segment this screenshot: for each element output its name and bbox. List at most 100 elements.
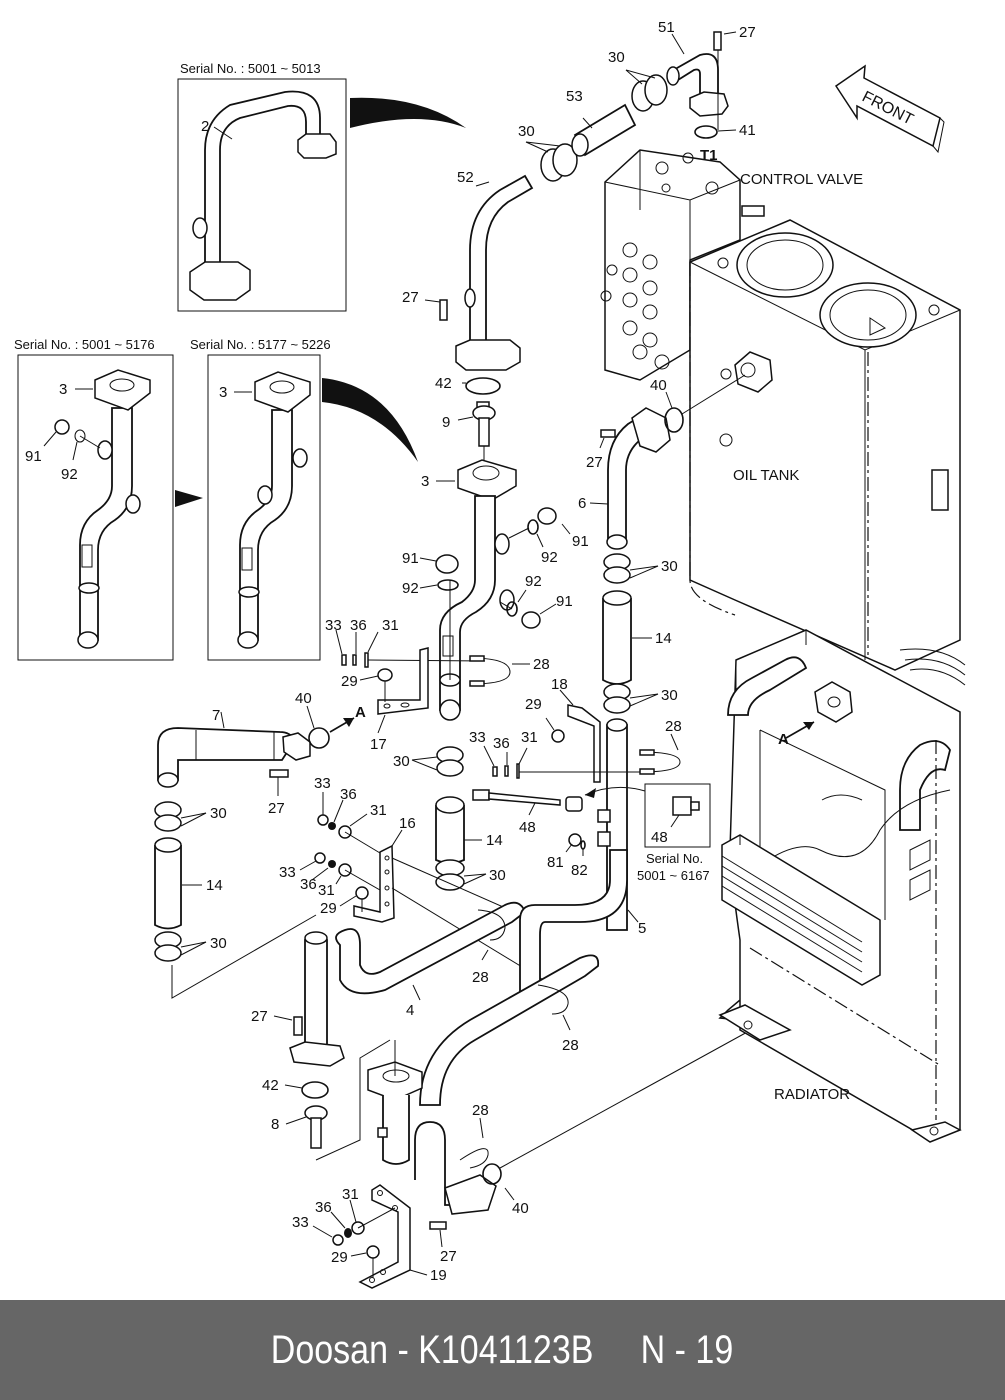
callout-16: 16 — [399, 815, 416, 832]
plug-91 — [521, 611, 541, 629]
callout-14: 14 — [206, 877, 223, 894]
flange — [689, 91, 729, 117]
callout-14: 14 — [486, 832, 503, 849]
clamp-30 — [603, 566, 631, 584]
callout-36: 36 — [315, 1199, 332, 1216]
pipe-6-assembly: 40 27 6 30 14 30 — [578, 374, 746, 714]
oring-92 — [506, 601, 518, 617]
oring-42 — [465, 377, 501, 395]
oil-tank: OIL TANK — [689, 219, 961, 671]
callout-91: 91 — [556, 593, 573, 610]
callout-27: 27 — [440, 1248, 457, 1265]
oil-cooler — [721, 834, 881, 986]
callout-6: 6 — [578, 495, 586, 512]
callout-8: 8 — [271, 1116, 279, 1133]
flange — [297, 133, 337, 159]
pressure-switch-48 — [565, 796, 583, 812]
bolt-27 — [293, 1016, 303, 1036]
callout-42: 42 — [435, 375, 452, 392]
callout-48: 48 — [651, 829, 668, 846]
inset-serial-5001-6167: 48 Serial No. 5001 ~ 6167 — [637, 783, 711, 883]
oring-42 — [301, 1081, 329, 1099]
callout-36: 36 — [300, 876, 317, 893]
callout-4: 4 — [406, 1002, 414, 1019]
callout-82: 82 — [571, 862, 588, 879]
callout-36: 36 — [340, 786, 357, 803]
callout-27: 27 — [268, 800, 285, 817]
callout-7: 7 — [212, 707, 220, 724]
callout-29: 29 — [320, 900, 337, 917]
callout-28: 28 — [472, 969, 489, 986]
control-valve-label: CONTROL VALVE — [740, 171, 863, 188]
callout-3: 3 — [219, 384, 227, 401]
callout-33: 33 — [469, 729, 486, 746]
clamp-30 — [644, 74, 668, 106]
callout-30: 30 — [210, 935, 227, 952]
oring-92 — [437, 579, 459, 591]
callout-40: 40 — [650, 377, 667, 394]
bracket-19-assembly: 19 31 36 33 29 — [292, 1184, 447, 1289]
hose-14 — [602, 598, 632, 685]
callout-92: 92 — [541, 549, 558, 566]
callout-28: 28 — [533, 656, 550, 673]
oil-tank-label: OIL TANK — [733, 467, 799, 484]
callout-30: 30 — [210, 805, 227, 822]
bracket-16-assembly: 33 36 31 33 36 31 16 29 — [279, 775, 561, 991]
pipe-2 — [204, 90, 321, 271]
flange — [631, 407, 671, 453]
lower-pipes: 4 5 28 28 27 42 8 28 — [251, 849, 761, 1265]
callout-30: 30 — [393, 753, 410, 770]
oring-40 — [308, 727, 330, 749]
callout-31: 31 — [318, 882, 335, 899]
bracket-17-assembly: 33 36 31 28 29 17 — [325, 617, 550, 753]
radiator-label: RADIATOR — [774, 1086, 850, 1103]
flange — [282, 732, 311, 761]
callout-29: 29 — [331, 1249, 348, 1266]
inset-serial-5177-5226: Serial No. : 5177 ~ 5226 3 — [190, 337, 331, 661]
arrow-right-icon — [175, 490, 203, 507]
inset-label: Serial No. — [646, 851, 703, 866]
callout-36: 36 — [493, 735, 510, 752]
bolt-27 — [269, 769, 289, 778]
callout-33: 33 — [325, 617, 342, 634]
callout-40: 40 — [295, 690, 312, 707]
bracket-18-assembly: 18 29 33 36 31 28 48 81 82 — [469, 676, 682, 931]
callout-17: 17 — [370, 736, 387, 753]
washer-82 — [580, 840, 586, 850]
flange — [254, 371, 311, 413]
bolt-29 — [366, 1245, 380, 1259]
bracket-18 — [567, 704, 601, 783]
callout-30: 30 — [518, 123, 535, 140]
footer-bar: Doosan - K1041123B N - 19 — [0, 1300, 1005, 1400]
clamp-30 — [552, 143, 578, 177]
callout-5: 5 — [638, 920, 646, 937]
plug-91 — [54, 419, 70, 435]
control-valve: CONTROL VALVE — [600, 149, 863, 381]
callout-30: 30 — [608, 49, 625, 66]
inset-label: Serial No. : 5001 ~ 5176 — [14, 337, 155, 352]
callout-28: 28 — [562, 1037, 579, 1054]
callout-29: 29 — [525, 696, 542, 713]
callout-92: 92 — [402, 580, 419, 597]
pipe-riser — [304, 939, 328, 1049]
bracket-17 — [377, 647, 429, 715]
callout-30: 30 — [661, 558, 678, 575]
radiator: A RADIATOR — [718, 629, 966, 1143]
callout-28: 28 — [472, 1102, 489, 1119]
callout-52: 52 — [457, 169, 474, 186]
pipe-52 — [469, 174, 534, 346]
flange — [94, 369, 151, 411]
callout-30: 30 — [489, 867, 506, 884]
pipe-4 — [335, 901, 527, 995]
callout-27: 27 — [739, 24, 756, 41]
bracket-16 — [353, 844, 395, 923]
footer-caption: Doosan - K1041123B N - 19 — [271, 1327, 734, 1372]
callout-33: 33 — [292, 1214, 309, 1231]
inset-arrow — [350, 97, 466, 128]
callout-19: 19 — [430, 1267, 447, 1284]
callout-14: 14 — [655, 630, 672, 647]
callout-53: 53 — [566, 88, 583, 105]
inset-label: 5001 ~ 6167 — [637, 868, 710, 883]
callout-28: 28 — [665, 718, 682, 735]
callout-81: 81 — [547, 854, 564, 871]
